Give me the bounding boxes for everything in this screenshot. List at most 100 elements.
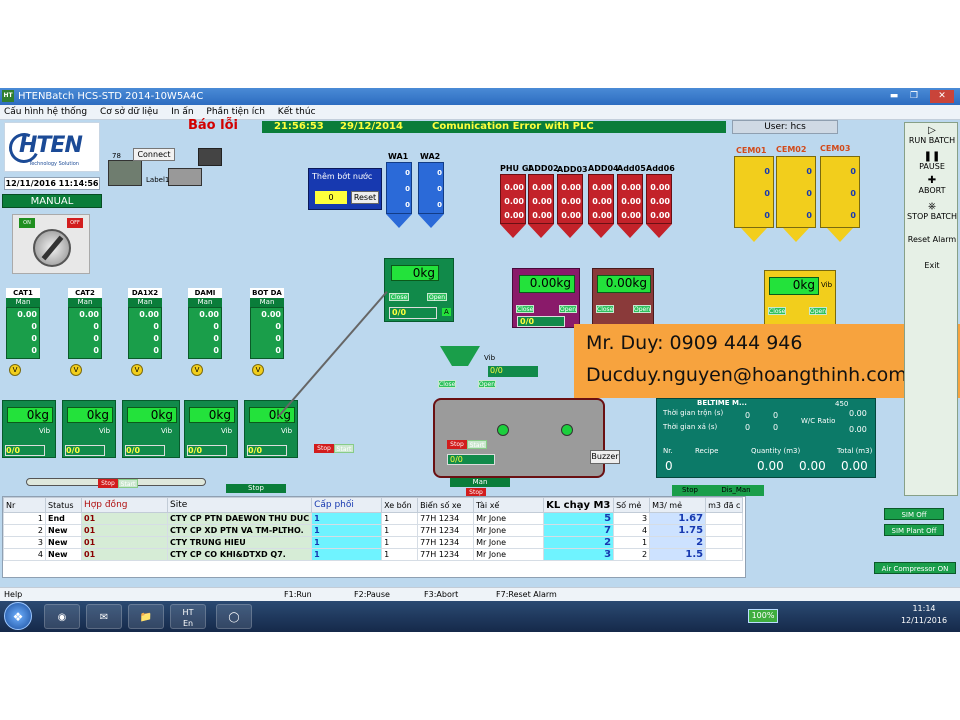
- total-label: Total (m3): [837, 447, 873, 455]
- connect-button[interactable]: Connect: [133, 148, 175, 161]
- col-site[interactable]: Site: [166, 497, 313, 513]
- sim-plant-off-button[interactable]: SIM Plant Off: [884, 524, 944, 536]
- table-row[interactable]: 2 New 01 CTY CP XD PTN VA TM-PLTHO. 1 1 …: [3, 524, 744, 537]
- agg-bin-label: BOT DA: [250, 288, 284, 298]
- close-icon[interactable]: ✕: [930, 90, 954, 103]
- dis-man-status[interactable]: Dis_Man: [708, 485, 764, 496]
- mixer-mode[interactable]: Man: [450, 478, 510, 487]
- ht-sub-label: En: [182, 619, 194, 628]
- vibrator-icon[interactable]: V: [252, 364, 264, 376]
- status-strip: 21:56:53 29/12/2014 Comunication Error w…: [262, 121, 726, 133]
- open-button[interactable]: Open: [633, 305, 651, 313]
- switch-on-label: ON: [19, 218, 35, 228]
- close-button[interactable]: Close: [768, 307, 786, 315]
- menu-database[interactable]: Cơ sở dữ liệu: [99, 107, 159, 117]
- plc-id: 78: [112, 152, 121, 160]
- table-row[interactable]: 4 New 01 CTY CP CO KHI&DTXD Q7. 1 1 77H …: [3, 548, 744, 561]
- incline-stop-button[interactable]: Stop: [314, 444, 334, 453]
- water-adjust-value[interactable]: 0: [315, 191, 347, 204]
- belt-status: Stop: [226, 484, 286, 493]
- silo-wa2-label: WA2: [420, 152, 441, 161]
- agg-bin-mode[interactable]: Man: [250, 298, 284, 307]
- col-volume[interactable]: KL chạy M3: [543, 497, 615, 513]
- stop-batch-button[interactable]: ⎈STOP BATCH: [907, 201, 957, 221]
- close-button[interactable]: Close: [596, 305, 614, 313]
- silo-add-label: ADD03: [557, 165, 588, 174]
- tray-clock[interactable]: 11:14 12/11/2016: [894, 603, 954, 627]
- buzzer-button[interactable]: Buzzer: [590, 450, 620, 464]
- silo-add-cone: [617, 224, 643, 238]
- pause-button[interactable]: ❚❚PAUSE: [905, 151, 959, 171]
- user-box: User: hcs: [732, 120, 838, 134]
- plc-icon: [108, 160, 142, 186]
- minimize-icon[interactable]: ▬: [889, 91, 899, 101]
- nr-value: 0: [665, 459, 673, 473]
- incline-start-button[interactable]: Start: [334, 444, 354, 453]
- maximize-icon[interactable]: ❐: [909, 91, 919, 101]
- exit-button[interactable]: Exit: [924, 261, 940, 270]
- menu-exit[interactable]: Kết thúc: [277, 107, 316, 117]
- vibrator-icon[interactable]: V: [131, 364, 143, 376]
- battery-indicator[interactable]: 100%: [748, 609, 778, 623]
- mixer-stop-button[interactable]: Stop: [447, 440, 467, 449]
- menu-utilities[interactable]: Phần tiện ích: [206, 107, 265, 117]
- reset-alarm-button[interactable]: Reset Alarm: [907, 235, 957, 244]
- hopper-open-button[interactable]: Open: [478, 380, 496, 388]
- sim-off-button[interactable]: SIM Off: [884, 508, 944, 520]
- discharge-stop-button[interactable]: Stop: [466, 488, 486, 497]
- camera-icon[interactable]: ◯: [216, 604, 252, 629]
- belt-stop-button[interactable]: Stop: [98, 479, 118, 488]
- explorer-folder-icon[interactable]: 📁: [128, 604, 164, 629]
- vibrator-icon[interactable]: V: [70, 364, 82, 376]
- open-button[interactable]: Open: [559, 305, 577, 313]
- open-button[interactable]: Open: [809, 307, 827, 315]
- start-button-icon[interactable]: ❖: [4, 602, 32, 630]
- menu-print[interactable]: In ấn: [171, 107, 194, 117]
- vibrator-icon[interactable]: V: [9, 364, 21, 376]
- hopper-close-button[interactable]: Close: [438, 380, 456, 388]
- close-button[interactable]: Close: [389, 293, 409, 301]
- info-stop-status[interactable]: Stop: [672, 485, 708, 496]
- col-plate[interactable]: Biển số xe: [417, 497, 475, 513]
- mode-switch[interactable]: ON OFF: [12, 214, 90, 274]
- vibrator-icon[interactable]: V: [191, 364, 203, 376]
- air-compressor-button[interactable]: Air Compressor ON: [874, 562, 956, 574]
- col-m3-done[interactable]: m3 đã c: [705, 497, 744, 513]
- col-status[interactable]: Status: [45, 497, 82, 513]
- menu-system-config[interactable]: Cấu hình hệ thống: [4, 107, 88, 117]
- col-contract[interactable]: Hợp đồng: [81, 497, 168, 513]
- mixer-shaft-icon: [561, 424, 573, 436]
- vib-label: Vib: [821, 281, 833, 289]
- col-driver[interactable]: Tài xế: [473, 497, 545, 513]
- wc-ratio-value: 0.00: [849, 425, 867, 434]
- agg-bin-mode[interactable]: Man: [188, 298, 222, 307]
- agg-bin-mode[interactable]: Man: [6, 298, 40, 307]
- agg-bin-mode[interactable]: Man: [128, 298, 162, 307]
- col-recipe[interactable]: Cấp phối: [311, 497, 383, 513]
- rotary-knob-icon[interactable]: [33, 229, 71, 267]
- abort-button[interactable]: ✚ABORT: [905, 175, 959, 195]
- chrome-icon[interactable]: ◉: [44, 604, 80, 629]
- add-scale-1: 0.00kg Close Open 0/0: [512, 268, 580, 328]
- device-icon: [168, 168, 202, 186]
- col-m3-per-batch[interactable]: M3/ mẻ: [649, 497, 707, 513]
- incline-belt: [277, 291, 388, 418]
- agg-bin-mode[interactable]: Man: [68, 298, 102, 307]
- mode-indicator[interactable]: MANUAL: [2, 194, 102, 208]
- table-row[interactable]: 1 End 01 CTY CP PTN DAEWON THU DUC 1 1 7…: [3, 512, 744, 525]
- col-nr[interactable]: Nr: [3, 497, 46, 513]
- table-row[interactable]: 3 New 01 CTY TRUNG HIEU 1 1 77H 1234 Mr …: [3, 536, 744, 549]
- mixer-start-button[interactable]: Start: [467, 440, 487, 449]
- run-batch-button[interactable]: ▷RUN BATCH: [905, 125, 959, 145]
- open-button[interactable]: Open: [427, 293, 447, 301]
- col-batches[interactable]: Số mẻ: [613, 497, 651, 513]
- outlook-icon[interactable]: ✉: [86, 604, 122, 629]
- close-button[interactable]: Close: [516, 305, 534, 313]
- silo-add-cone: [588, 224, 614, 238]
- silo-add-label: Add06: [646, 164, 675, 173]
- col-truck[interactable]: Xe bồn: [381, 497, 419, 513]
- water-reset-button[interactable]: Reset: [351, 191, 379, 204]
- belt-start-button[interactable]: Start: [118, 479, 138, 488]
